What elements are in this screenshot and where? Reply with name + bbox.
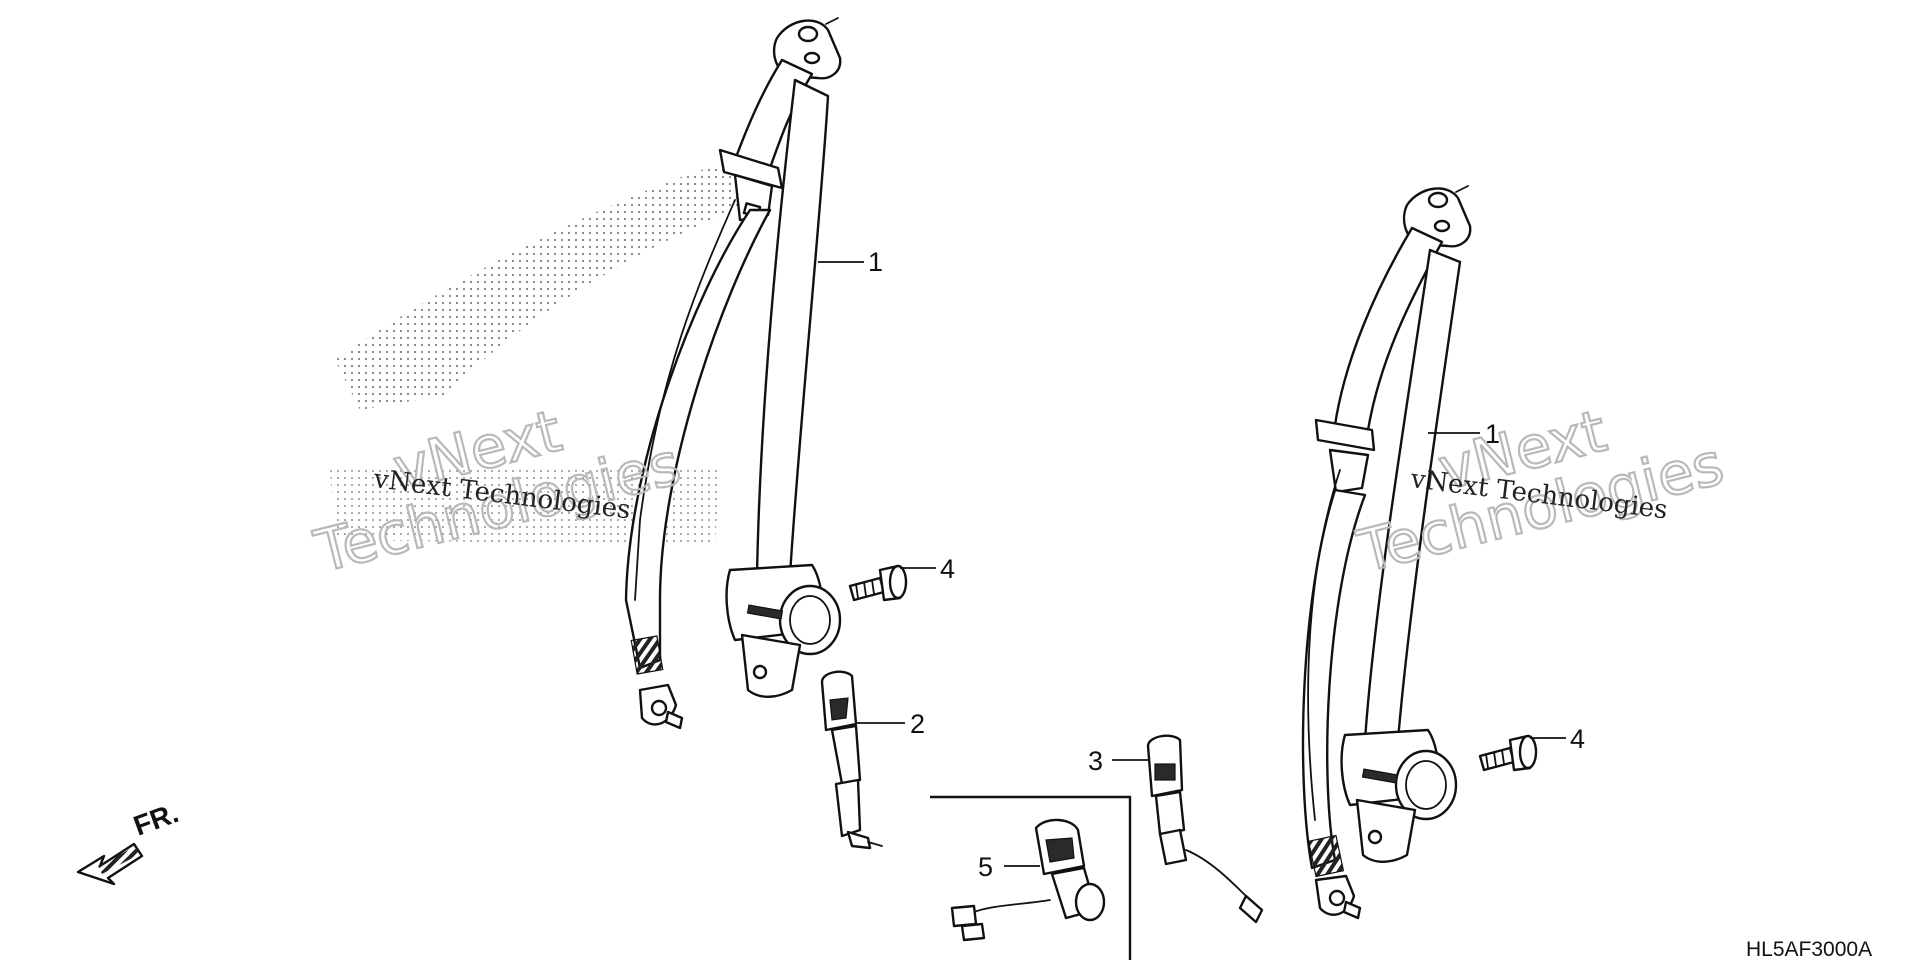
flange-bolt-right: [1478, 734, 1538, 772]
seat-belt-assembly-left: [624, 17, 842, 730]
direction-label: FR.: [129, 797, 182, 842]
callout-bolt-left: 4: [940, 554, 955, 584]
stipple-shading: [330, 160, 775, 545]
callout-buckle-left: 2: [910, 709, 925, 739]
diagram-code: HL5AF3000A: [1746, 938, 1872, 960]
callout-buckle-right: 3: [1088, 746, 1103, 776]
callouts: 1 1 4 4 2 3 5: [818, 247, 1585, 882]
flange-bolt-left: [848, 564, 908, 602]
callout-buckle-center: 5: [978, 852, 993, 882]
seat-belt-assembly-right: [1301, 185, 1472, 920]
buckle-right: [1146, 734, 1264, 924]
callout-bolt-right: 4: [1570, 724, 1585, 754]
callout-belt-left: 1: [868, 247, 883, 277]
callout-belt-right: 1: [1485, 419, 1500, 449]
buckle-left: [820, 670, 883, 850]
front-direction-arrow: FR.: [76, 797, 182, 886]
buckle-center-inset: [930, 795, 1132, 960]
